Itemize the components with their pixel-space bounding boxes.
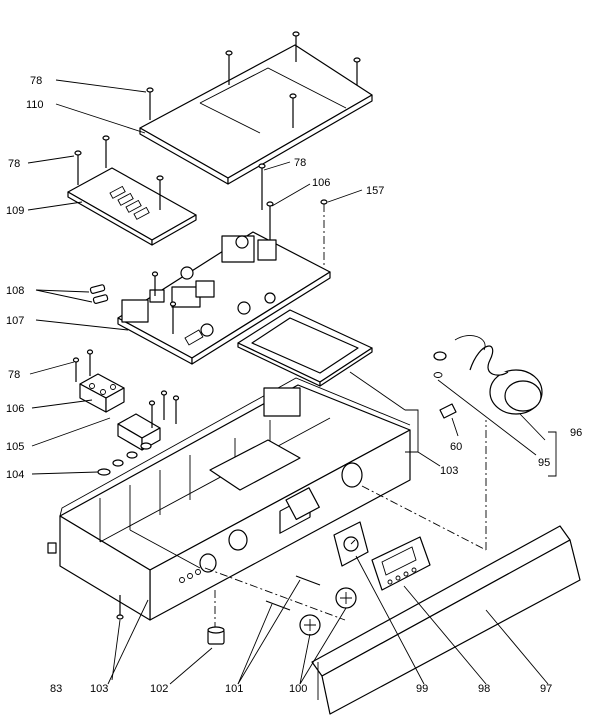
callout-78: 78 bbox=[30, 75, 42, 87]
callout-78: 78 bbox=[8, 369, 20, 381]
callout-100: 100 bbox=[289, 683, 307, 695]
part-100-knobs bbox=[299, 587, 357, 636]
callout-labels: 78 110 78 109 78 106 157 108 107 78 106 … bbox=[6, 75, 582, 695]
part-98-digital-timer bbox=[371, 536, 431, 591]
callout-103: 103 bbox=[440, 465, 458, 477]
callout-103: 103 bbox=[90, 683, 108, 695]
part-frame-gasket bbox=[237, 309, 373, 387]
part-104-clips bbox=[97, 442, 152, 476]
callout-78: 78 bbox=[294, 157, 306, 169]
part-95-96-thermostat bbox=[433, 335, 543, 415]
callout-110: 110 bbox=[26, 99, 44, 111]
part-105-106-terminal-blocks bbox=[72, 349, 180, 451]
part-83-screw bbox=[116, 595, 124, 620]
part-101-shafts bbox=[204, 567, 346, 621]
callout-107: 107 bbox=[6, 315, 24, 327]
callout-109: 109 bbox=[6, 205, 24, 217]
callout-101: 101 bbox=[225, 683, 243, 695]
part-110-top-cover bbox=[139, 44, 373, 185]
part-97-front-fascia bbox=[311, 525, 581, 715]
callout-106: 106 bbox=[312, 177, 330, 189]
callout-99: 99 bbox=[416, 683, 428, 695]
callout-78: 78 bbox=[8, 158, 20, 170]
part-99-clock-panel bbox=[333, 521, 369, 567]
callout-102: 102 bbox=[150, 683, 168, 695]
callout-97: 97 bbox=[540, 683, 552, 695]
callout-96: 96 bbox=[570, 427, 582, 439]
part-108-clips bbox=[89, 284, 109, 304]
callout-95: 95 bbox=[538, 457, 550, 469]
callout-104: 104 bbox=[6, 469, 24, 481]
part-102-knob bbox=[207, 590, 225, 645]
callout-105: 105 bbox=[6, 441, 24, 453]
callout-83: 83 bbox=[50, 683, 62, 695]
screws-78-top-cover bbox=[146, 31, 361, 128]
callout-106: 106 bbox=[6, 403, 24, 415]
callout-108: 108 bbox=[6, 285, 24, 297]
callout-60: 60 bbox=[450, 441, 462, 453]
callout-157: 157 bbox=[366, 185, 384, 197]
part-107-main-pcb bbox=[117, 163, 331, 365]
part-103-housing bbox=[47, 377, 411, 621]
part-109-display-board bbox=[67, 135, 197, 246]
callout-98: 98 bbox=[478, 683, 490, 695]
part-60-clip bbox=[439, 403, 457, 419]
leader-lines bbox=[27, 79, 557, 685]
